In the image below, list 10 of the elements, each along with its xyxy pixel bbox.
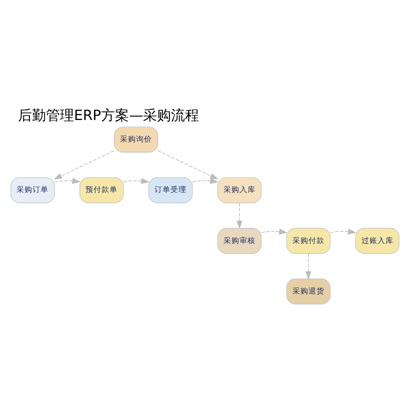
arrow xyxy=(260,228,288,235)
arrow xyxy=(236,202,242,230)
diagram-title: 后勤管理ERP方案—采购流程 xyxy=(18,108,200,124)
arrow xyxy=(305,253,312,280)
arrow xyxy=(330,228,356,235)
arrow xyxy=(54,150,114,180)
arrow xyxy=(54,178,81,184)
arrow xyxy=(158,150,219,180)
arrow xyxy=(192,178,219,184)
arrow xyxy=(123,178,150,184)
